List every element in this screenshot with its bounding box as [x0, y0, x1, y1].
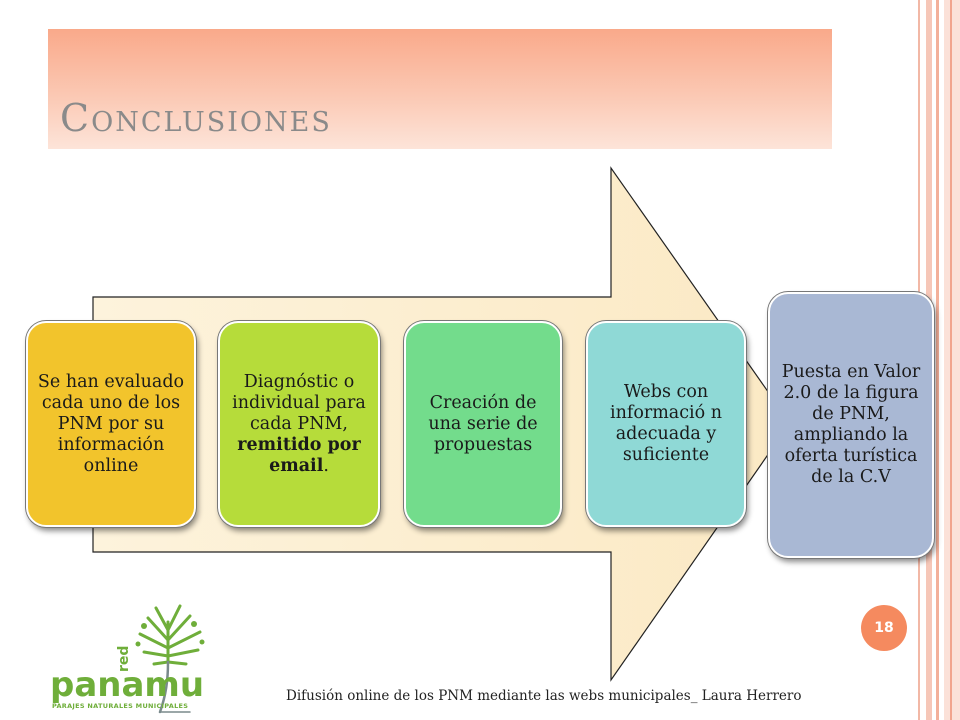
step-text: Webs con informació n adecuada y suficie… [609, 382, 723, 465]
process-step: Se han evaluado cada uno de los PNM por … [26, 321, 196, 527]
step-text: Puesta en Valor 2.0 de la figura de PNM,… [781, 362, 921, 487]
step-text-bold: remitido por email [237, 434, 361, 476]
palm-icon [138, 604, 202, 714]
decorative-stripe [936, 0, 939, 720]
logo-small-text: red [116, 646, 132, 672]
process-step-final: Puesta en Valor 2.0 de la figura de PNM,… [768, 292, 934, 558]
logo-main-text: panamu [50, 665, 204, 705]
footer-text: Difusión online de los PNM mediante las … [286, 688, 802, 704]
process-step: Diagnóstic o individual para cada PNM, r… [218, 321, 380, 527]
step-text: Se han evaluado cada uno de los PNM por … [37, 371, 185, 476]
step-text-end: . [323, 455, 329, 476]
panamu-logo: red panamu PARAJES NATURALES MUNICIPALES [50, 604, 205, 714]
title-band [48, 29, 832, 149]
process-step: Webs con informació n adecuada y suficie… [586, 321, 746, 527]
decorative-stripe [944, 0, 960, 720]
page-number-badge: 18 [861, 605, 907, 651]
step-text: Creación de una serie de propuestas [428, 392, 538, 455]
page-title: Conclusiones [60, 96, 332, 140]
step-text: Diagnóstic o individual para cada PNM, [232, 371, 366, 434]
logo-tagline: PARAJES NATURALES MUNICIPALES [52, 702, 188, 710]
process-step: Creación de una serie de propuestas [404, 321, 562, 527]
decorative-stripe [950, 0, 952, 720]
